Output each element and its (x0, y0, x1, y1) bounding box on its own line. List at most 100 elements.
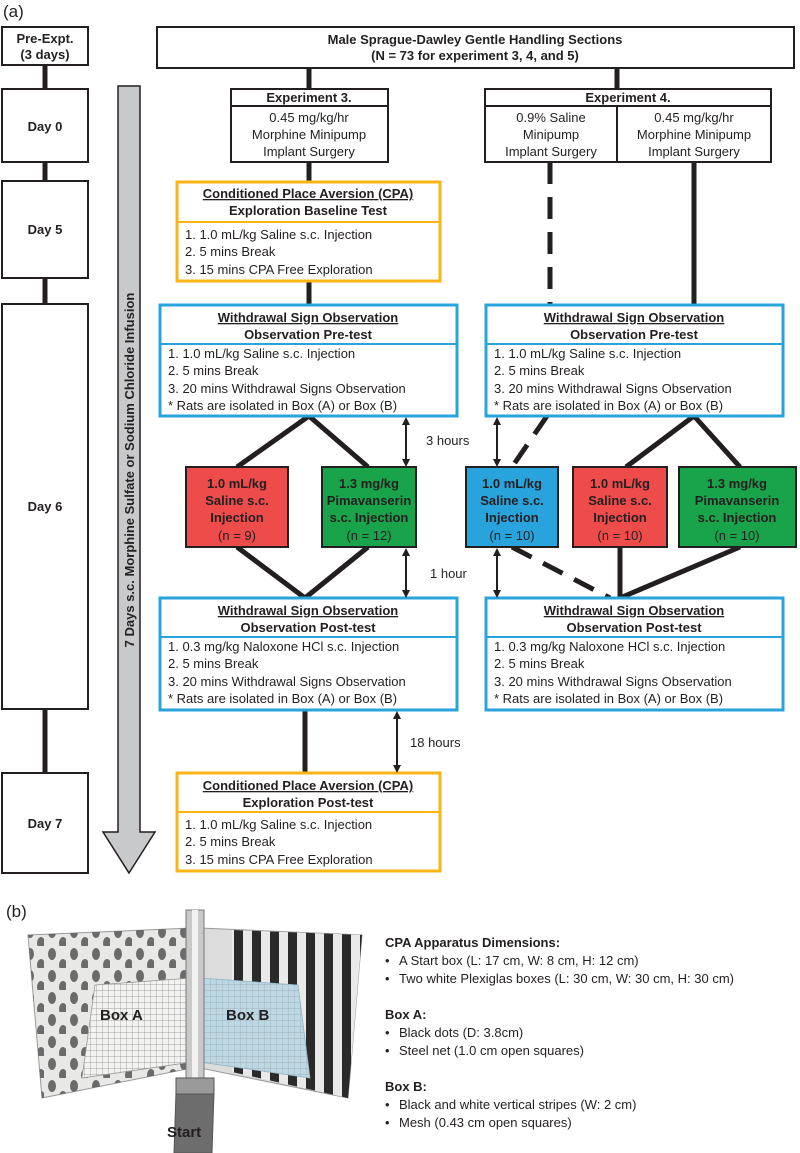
withdrawal-posttest-exp3-box: Withdrawal Sign Observation Observation … (158, 596, 459, 712)
header-line-1: Male Sprague-Dawley Gentle Handling Sect… (328, 32, 623, 47)
group-exp4-pimavanserin: 1.3 mg/kg Pimavanserin s.c. Injection (n… (678, 466, 797, 548)
cpa-baseline-step-3: 3. 15 mins CPA Free Exploration (185, 262, 373, 277)
pretest3-step-1: 1. 1.0 mL/kg Saline s.c. Injection (168, 346, 355, 361)
pretest3-step-2: 2. 5 mins Break (168, 363, 259, 378)
group-exp4-saline: 1.0 mL/kg Saline s.c. Injection (n = 10) (572, 466, 668, 548)
cpa-apparatus-photo (27, 909, 363, 1153)
posttest4-title: Withdrawal Sign Observation (544, 603, 725, 618)
timeline-pre-expt: Pre-Expt. (3 days) (1, 26, 89, 66)
exp3-line-3: Implant Surgery (263, 144, 355, 159)
dimensions-title: CPA Apparatus Dimensions: (385, 935, 560, 950)
cpa-baseline-subtitle: Exploration Baseline Test (229, 203, 388, 218)
timeline-day7: Day 7 (1, 772, 89, 874)
pre-expt-line-2: (3 days) (20, 47, 69, 62)
bullet-icon: • (385, 1043, 390, 1058)
bullet-icon: • (385, 971, 390, 986)
posttest3-title: Withdrawal Sign Observation (218, 603, 399, 618)
posttest3-step-2: 2. 5 mins Break (168, 656, 259, 671)
exp4-left-line-3: Implant Surgery (505, 144, 597, 159)
box-b-title: Box B: (385, 1079, 427, 1094)
timeline-day6: Day 6 (1, 303, 89, 710)
cpa-posttest-step-1: 1. 1.0 mL/kg Saline s.c. Injection (185, 817, 372, 832)
group3-line-1: 1.0 mL/kg (482, 476, 542, 491)
pretest3-note: * Rats are isolated in Box (A) or Box (B… (168, 398, 397, 413)
exp4-left-line-1: 0.9% Saline (516, 110, 585, 125)
box-a-item-1: Black dots (D: 3.8cm) (399, 1025, 523, 1040)
exp4-left-line-2: Minipump (523, 127, 579, 142)
group2-line-2: Pimavanserin (327, 493, 412, 508)
exp4-right-line-1: 0.45 mg/kg/hr (654, 110, 734, 125)
group1-n: (n = 9) (218, 528, 256, 543)
photo-label-box-b: Box B (226, 1007, 270, 1024)
group2-line-1: 1.3 mg/kg (339, 476, 399, 491)
one-hour-label: 1 hour (430, 566, 468, 581)
group5-line-3: s.c. Injection (698, 510, 777, 525)
bullet-icon: • (385, 953, 390, 968)
cpa-posttest-step-2: 2. 5 mins Break (185, 834, 276, 849)
exp4-right-line-2: Morphine Minipump (637, 127, 751, 142)
posttest4-step-1: 1. 0.3 mg/kg Naloxone HCl s.c. Injection (494, 639, 725, 654)
bullet-icon: • (385, 1025, 390, 1040)
dimension-item-2: Two white Plexiglas boxes (L: 30 cm, W: … (399, 971, 734, 986)
day0-label: Day 0 (28, 119, 63, 134)
box-b-item-1: Black and white vertical stripes (W: 2 c… (399, 1097, 636, 1112)
panel-b-label: (b) (6, 902, 27, 921)
day6-label: Day 6 (28, 499, 63, 514)
experiment-4-box: Experiment 4. 0.9% Saline Minipump Impla… (484, 88, 772, 163)
flow-lines (235, 67, 742, 773)
exp3-line-2: Morphine Minipump (252, 127, 366, 142)
cpa-baseline-step-2: 2. 5 mins Break (185, 244, 276, 259)
posttest3-subtitle: Observation Post-test (240, 620, 376, 635)
group4-line-1: 1.0 mL/kg (590, 476, 650, 491)
exp4-title: Experiment 4. (585, 90, 670, 105)
photo-label-start: Start (167, 1124, 201, 1141)
posttest4-step-3: 3. 20 mins Withdrawal Signs Observation (494, 674, 732, 689)
group1-line-1: 1.0 mL/kg (207, 476, 267, 491)
group-box-2 (321, 466, 417, 548)
cpa-posttest-title: Conditioned Place Aversion (CPA) (203, 778, 413, 793)
exp3-line-1: 0.45 mg/kg/hr (269, 110, 349, 125)
withdrawal-posttest-exp4-box: Withdrawal Sign Observation Observation … (484, 596, 785, 712)
posttest4-step-2: 2. 5 mins Break (494, 656, 585, 671)
posttest3-note: * Rats are isolated in Box (A) or Box (B… (168, 691, 397, 706)
group2-line-3: s.c. Injection (330, 510, 409, 525)
posttest4-subtitle: Observation Post-test (566, 620, 702, 635)
group4-n: (n = 10) (597, 528, 642, 543)
group3-line-3: Injection (485, 510, 539, 525)
dimension-item-1: A Start box (L: 17 cm, W: 8 cm, H: 12 cm… (399, 953, 639, 968)
group-exp4-saline-control: 1.0 mL/kg Saline s.c. Injection (n = 10) (465, 466, 559, 548)
cpa-posttest-step-3: 3. 15 mins CPA Free Exploration (185, 852, 373, 867)
apparatus-dimensions: CPA Apparatus Dimensions: • A Start box … (385, 935, 734, 1130)
header-box: Male Sprague-Dawley Gentle Handling Sect… (156, 26, 795, 69)
group-box-5 (678, 466, 797, 548)
pretest3-subtitle: Observation Pre-test (244, 327, 373, 342)
panel-a-label: (a) (3, 2, 24, 21)
pretest4-subtitle: Observation Pre-test (570, 327, 699, 342)
day5-label: Day 5 (28, 222, 63, 237)
exp3-title: Experiment 3. (266, 90, 351, 105)
cpa-baseline-title: Conditioned Place Aversion (CPA) (203, 186, 413, 201)
pretest4-step-3: 3. 20 mins Withdrawal Signs Observation (494, 381, 732, 396)
group-exp3-pimavanserin: 1.3 mg/kg Pimavanserin s.c. Injection (n… (321, 466, 417, 548)
bullet-icon: • (385, 1097, 390, 1112)
cpa-posttest-box: Conditioned Place Aversion (CPA) Explora… (175, 771, 442, 873)
posttest4-note: * Rats are isolated in Box (A) or Box (B… (494, 691, 723, 706)
flow-lines-dashed (509, 162, 612, 601)
pre-expt-line-1: Pre-Expt. (16, 31, 73, 46)
timeline-day5: Day 5 (1, 180, 89, 279)
box-b-item-2: Mesh (0.43 cm open squares) (399, 1115, 572, 1130)
photo-label-box-a: Box A (100, 1007, 143, 1024)
posttest3-step-3: 3. 20 mins Withdrawal Signs Observation (168, 674, 406, 689)
group2-n: (n = 12) (346, 528, 391, 543)
pretest4-step-1: 1. 1.0 mL/kg Saline s.c. Injection (494, 346, 681, 361)
group3-n: (n = 10) (489, 528, 534, 543)
group5-n: (n = 10) (714, 528, 759, 543)
posttest3-step-1: 1. 0.3 mg/kg Naloxone HCl s.c. Injection (168, 639, 399, 654)
pretest3-step-3: 3. 20 mins Withdrawal Signs Observation (168, 381, 406, 396)
bullet-icon: • (385, 1115, 390, 1130)
withdrawal-pretest-exp4-box: Withdrawal Sign Observation Observation … (484, 303, 785, 418)
group4-line-2: Saline s.c. (588, 493, 652, 508)
infusion-label: 7 Days s.c. Morphine Sulfate or Sodium C… (122, 293, 137, 648)
group-box-1 (185, 466, 289, 548)
